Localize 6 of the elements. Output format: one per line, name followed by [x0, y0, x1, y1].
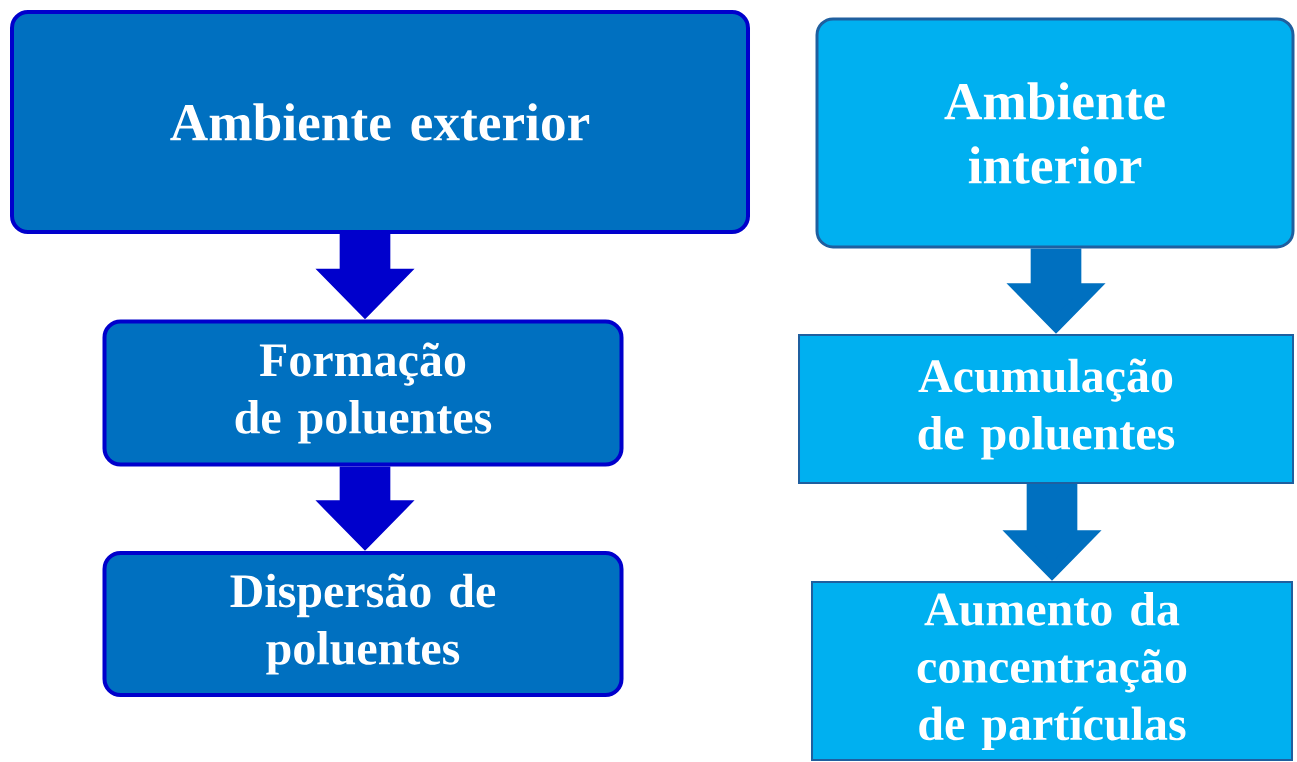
- process-box: Aumento da concentração de partículas: [811, 581, 1293, 761]
- process-box: Dispersão de poluentes: [102, 551, 624, 697]
- process-box: Formação de poluentes: [102, 319, 624, 467]
- process-box: Acumulação de poluentes: [798, 334, 1294, 484]
- process-box: Ambiente interior: [815, 17, 1295, 249]
- process-box: Ambiente exterior: [10, 10, 750, 234]
